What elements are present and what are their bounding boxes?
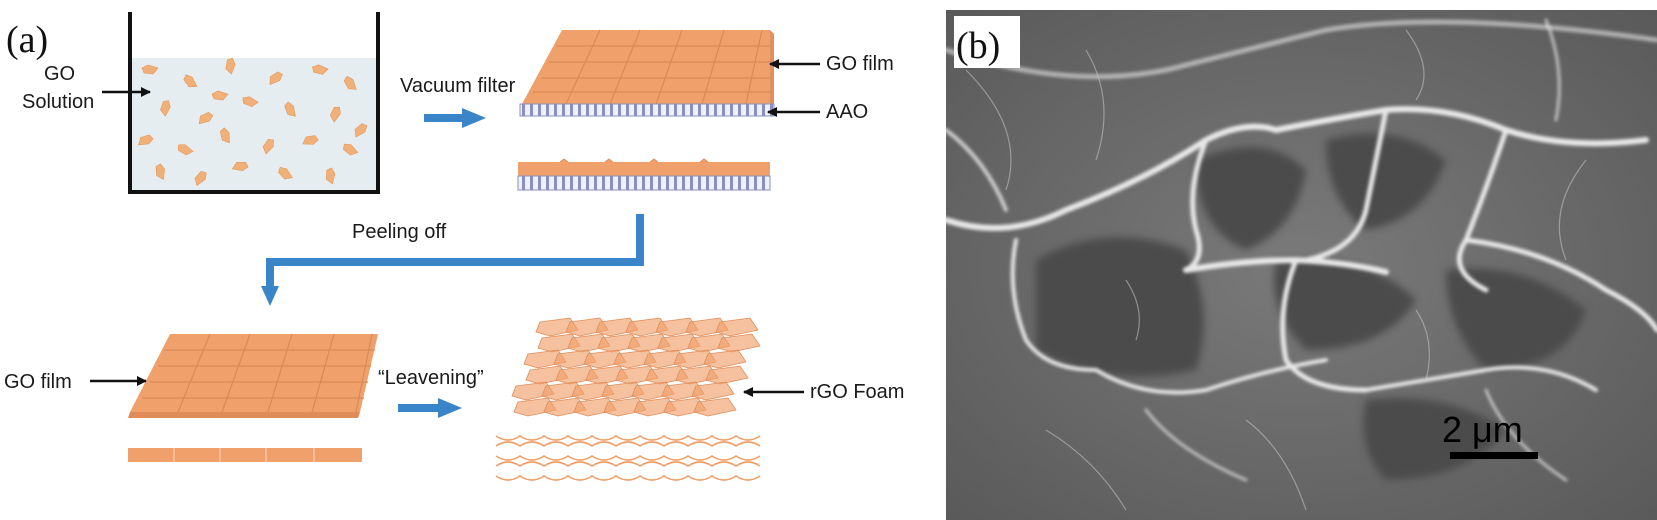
go-film-side-view — [128, 448, 362, 462]
go-film-bottom-label: GO film — [4, 371, 72, 393]
foam-strand — [496, 442, 760, 446]
go-film-peeled — [128, 334, 378, 418]
rgo-foam — [512, 318, 760, 416]
foam-strand — [496, 462, 760, 466]
foam-strand — [496, 476, 760, 480]
sem-image-panel-b: (b) 2 μm — [946, 10, 1657, 520]
scale-bar — [1450, 452, 1538, 459]
schematic-panel-a: (a) GO Solution Vacuum filter GO film AA… — [0, 0, 940, 520]
foam-flake — [716, 318, 758, 336]
rgo-foam-side-view — [496, 436, 760, 480]
foam-flake — [706, 366, 748, 384]
vacuum-filter-arrow — [424, 108, 486, 128]
vacuum-filter-label: Vacuum filter — [400, 75, 516, 97]
panel-b-label: (b) — [956, 25, 1000, 67]
foam-flake — [718, 334, 760, 352]
aao-label: AAO — [826, 101, 868, 123]
peeling-off-label: Peeling off — [352, 221, 447, 243]
foam-strand — [496, 456, 760, 460]
go-solution-label-line1: GO — [44, 63, 75, 85]
go-solution-label-line2: Solution — [22, 91, 94, 113]
leavening-arrow — [398, 398, 462, 418]
leavening-label: “Leavening” — [378, 367, 484, 389]
peeling-off-arrow — [261, 214, 640, 306]
scale-bar-label: 2 μm — [1442, 409, 1523, 450]
go-film-top-label: GO film — [826, 53, 894, 75]
panel-a-label: (a) — [6, 19, 48, 61]
foam-flake — [692, 382, 734, 400]
side-view-film-aao — [518, 159, 770, 190]
foam-strand — [496, 436, 760, 440]
foam-flake — [694, 398, 736, 416]
go-film-on-aao — [520, 30, 774, 116]
foam-flake — [704, 350, 746, 368]
rgo-foam-label: rGO Foam — [810, 381, 904, 403]
